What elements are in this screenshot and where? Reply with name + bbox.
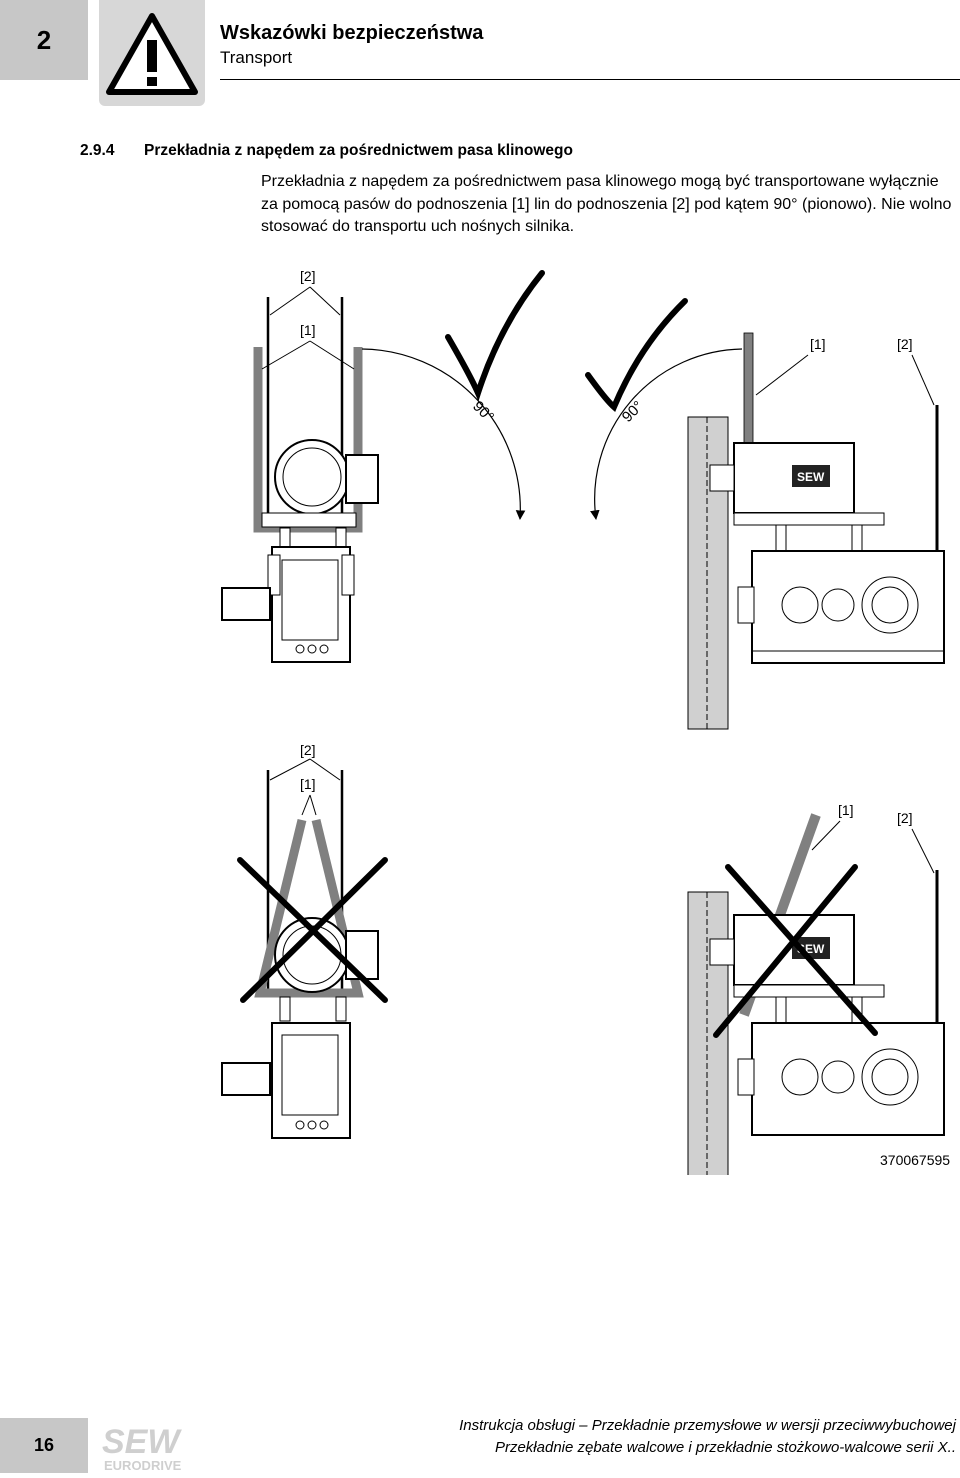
svg-text:SEW: SEW	[102, 1423, 182, 1461]
transport-figure: [2] [1] 90° 90° [1] [2]	[0, 255, 960, 1205]
warning-triangle-icon	[106, 13, 198, 95]
rope-label: [2]	[897, 336, 913, 352]
motor-logo: SEW	[797, 470, 825, 484]
page-number: 16	[0, 1418, 88, 1473]
page-subtitle: Transport	[220, 48, 293, 67]
figure-id: 370067595	[880, 1152, 950, 1168]
rope-label: [2]	[300, 742, 316, 758]
page-title: Wskazówki bezpieczeństwa	[220, 22, 484, 44]
correct-side-lift-diagram: [1] [2] SEW	[687, 332, 945, 730]
rope-label: [2]	[897, 810, 913, 826]
section-title: Przekładnia z napędem za pośrednictwem p…	[144, 142, 573, 159]
header-divider	[220, 79, 960, 80]
sling-label: [1]	[810, 336, 826, 352]
sling-label: [1]	[300, 776, 316, 792]
section-heading: 2.9.4 Przekładnia z napędem za pośrednict…	[80, 142, 573, 160]
footer-document-subtitle: Przekładnie zębate walcowe i przekładnie…	[494, 1439, 956, 1456]
correct-vertical-lift-diagram: [2] [1]	[221, 268, 379, 663]
angle-arc	[590, 348, 743, 520]
warning-box	[99, 0, 205, 106]
cross-mark-icon	[237, 857, 388, 1003]
sling-label: [1]	[838, 802, 854, 818]
transport-illustration: [2] [1] 90° 90° [1] [2]	[221, 268, 950, 1205]
sew-eurodrive-logo: SEW EURODRIVE	[100, 1420, 210, 1473]
incorrect-side-lift-diagram: [1] [2] SEW	[687, 802, 945, 1205]
check-mark-icon	[585, 298, 688, 412]
chapter-number: 2	[0, 0, 88, 80]
cross-mark-icon	[713, 864, 878, 1038]
footer-document-title: Instrukcja obsługi – Przekładnie przemys…	[459, 1417, 956, 1434]
svg-text:EURODRIVE: EURODRIVE	[104, 1458, 182, 1473]
rope-label: [2]	[300, 268, 316, 284]
section-paragraph: Przekładnia z napędem za pośrednictwem p…	[261, 173, 952, 235]
angle-arc	[361, 348, 526, 520]
sling-label: [1]	[300, 322, 316, 338]
angle-label: 90°	[619, 398, 647, 426]
section-number: 2.9.4	[80, 142, 115, 159]
check-mark-icon	[445, 270, 545, 402]
angle-label: 90°	[469, 398, 497, 426]
